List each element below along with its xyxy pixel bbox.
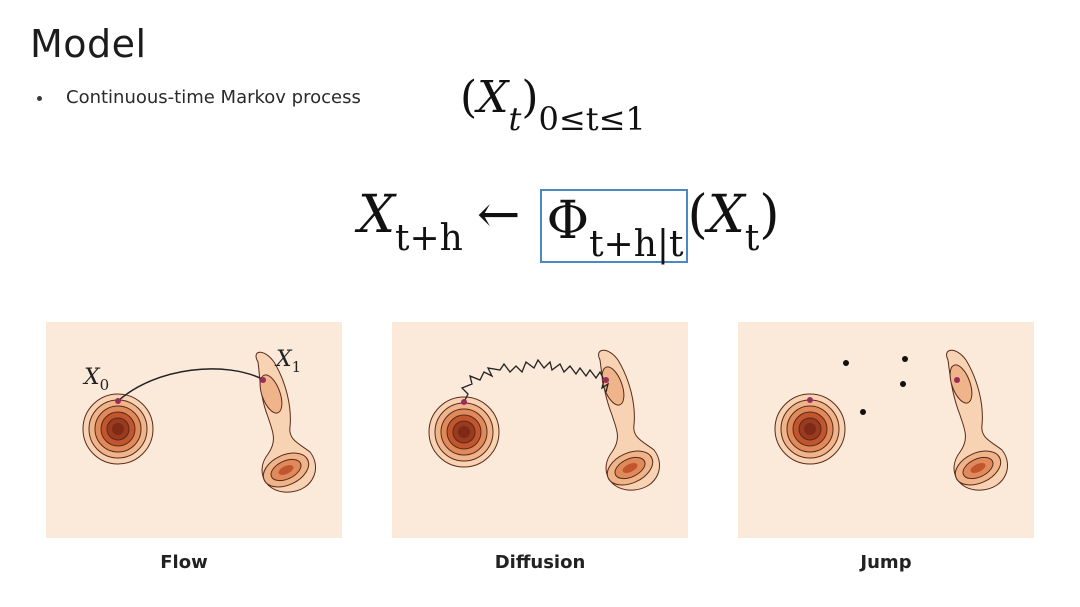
jump-panel — [738, 322, 1034, 538]
jump-point — [843, 360, 849, 366]
start-point — [115, 398, 121, 404]
caption-flow: Flow — [160, 552, 208, 573]
arg-var: X — [707, 185, 745, 245]
start-point — [461, 399, 467, 405]
diffusion-illustration — [428, 349, 660, 491]
source-distribution — [82, 393, 154, 465]
caption-jump: Jump — [860, 552, 912, 573]
flow-panel: X0 X1 — [46, 322, 342, 538]
target-distribution — [598, 349, 660, 491]
paren-open: ( — [460, 72, 478, 123]
start-label: X0 — [82, 365, 109, 394]
source-distribution — [774, 393, 846, 465]
bullet-dot — [37, 96, 42, 101]
start-point — [807, 397, 813, 403]
flow-illustration: X0 X1 — [82, 347, 316, 493]
bullet-text: Continuous-time Markov process — [66, 87, 361, 108]
caption-diffusion: Diffusion — [494, 552, 586, 573]
flow-trajectory — [117, 368, 265, 402]
update-equation: Xt+h←Φt+h|t(Xt) — [358, 185, 780, 265]
jump-point — [900, 381, 906, 387]
target-distribution — [946, 349, 1008, 491]
arg-sub: t — [744, 218, 760, 259]
process-sub: t — [508, 100, 522, 138]
source-distribution — [428, 396, 500, 468]
arrow-symbol: ← — [476, 185, 521, 245]
end-point — [603, 377, 609, 383]
operator-highlight-box: Φt+h|t — [540, 189, 688, 265]
jump-point — [860, 409, 866, 415]
operator-symbol: Φ — [546, 191, 590, 251]
process-notation: (Xt)0≤t≤1 — [460, 72, 646, 138]
slide-title: Model — [30, 22, 147, 66]
diffusion-path — [460, 358, 610, 403]
jump-point — [902, 356, 908, 362]
lhs-var: X — [358, 185, 396, 245]
target-distribution — [255, 351, 316, 493]
end-point — [954, 377, 960, 383]
process-range: 0≤t≤1 — [538, 100, 646, 138]
operator-sub: t+h|t — [589, 224, 684, 265]
end-label: X1 — [274, 347, 301, 376]
process-var: X — [477, 72, 509, 123]
jump-points — [807, 356, 960, 415]
lhs-sub: t+h — [395, 218, 463, 259]
diffusion-panel — [392, 322, 688, 538]
jump-illustration — [774, 349, 1008, 491]
end-point — [260, 377, 266, 383]
paren-close: ) — [521, 72, 539, 123]
